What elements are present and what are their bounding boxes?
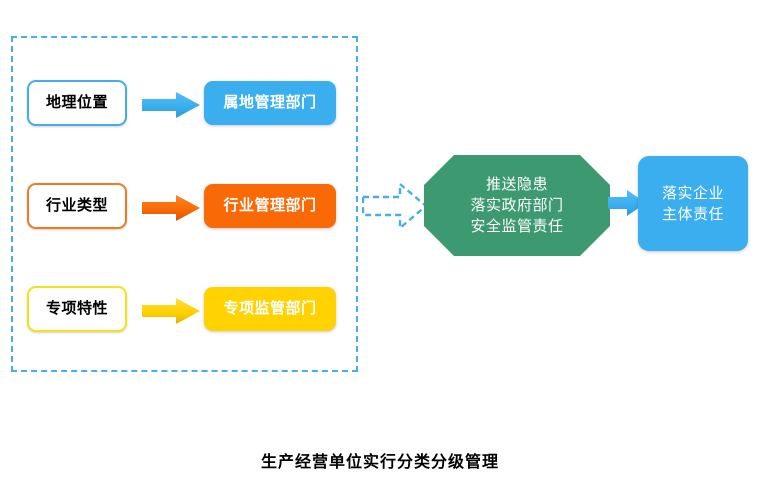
classification-criteria-group xyxy=(11,36,358,372)
criterion-label: 地理位置 xyxy=(45,93,108,112)
criterion-label: 行业类型 xyxy=(45,196,108,215)
outcome-line-2: 主体责任 xyxy=(661,204,724,223)
criterion-box-industry-type[interactable]: 行业类型 xyxy=(27,183,127,229)
arrow-geographic-location-to-department xyxy=(142,92,200,118)
arrow-industry-type-to-department xyxy=(142,195,200,221)
department-label: 行业管理部门 xyxy=(223,196,317,215)
outcome-box-enterprise-responsibility[interactable]: 落实企业 主体责任 xyxy=(638,156,748,251)
department-label: 属地管理部门 xyxy=(223,93,317,112)
department-label: 专项监管部门 xyxy=(223,299,317,318)
octagon-push-hazard-government-responsibility[interactable]: 推送隐患 落实政府部门 安全监管责任 xyxy=(424,155,610,256)
criterion-box-special-characteristics[interactable]: 专项特性 xyxy=(27,286,127,332)
department-box-special-supervision[interactable]: 专项监管部门 xyxy=(204,287,336,331)
outcome-line-1: 落实企业 xyxy=(661,183,724,202)
arrow-octagon-to-outcome xyxy=(608,190,646,216)
criterion-label: 专项特性 xyxy=(45,299,108,318)
diagram-caption: 生产经营单位实行分类分级管理 xyxy=(260,452,499,471)
criterion-box-geographic-location[interactable]: 地理位置 xyxy=(27,80,127,126)
dashed-block-arrow-to-octagon xyxy=(361,181,428,231)
department-box-industry-management[interactable]: 行业管理部门 xyxy=(204,184,336,228)
arrow-special-characteristics-to-department xyxy=(142,298,200,324)
department-box-territorial-management[interactable]: 属地管理部门 xyxy=(204,81,336,125)
